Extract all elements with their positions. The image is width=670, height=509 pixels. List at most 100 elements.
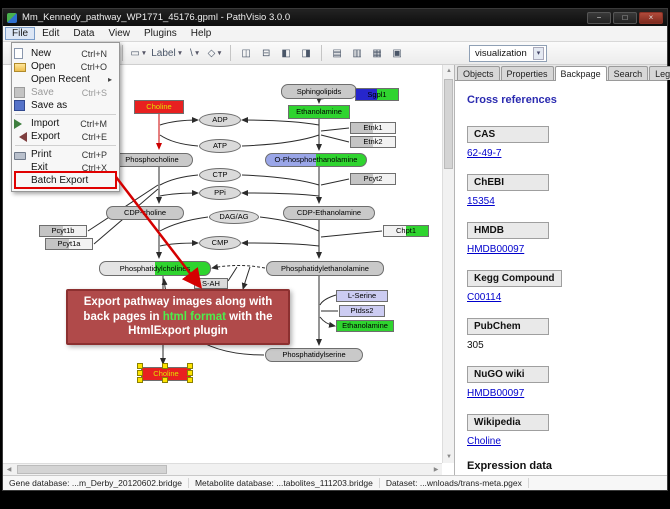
scroll-left-icon[interactable]: ◀ bbox=[6, 467, 12, 473]
pathway-node-sgpl1[interactable]: Sgpl1 bbox=[355, 88, 399, 101]
pathway-edge[interactable] bbox=[159, 240, 199, 247]
pathway-node-phosphatidylserine[interactable]: Phosphatidylserine bbox=[265, 348, 363, 362]
minimize-button[interactable]: − bbox=[587, 11, 611, 24]
line-tool-icon[interactable]: \▼ bbox=[190, 47, 201, 59]
pathway-edge[interactable] bbox=[227, 266, 238, 282]
menu-data[interactable]: Data bbox=[73, 28, 95, 39]
tab-search[interactable]: Search bbox=[607, 66, 649, 80]
pathway-edge[interactable] bbox=[241, 266, 251, 290]
tab-legend[interactable]: Legend bbox=[649, 66, 670, 80]
pathway-edge[interactable] bbox=[159, 117, 199, 126]
pathway-edge[interactable] bbox=[241, 174, 320, 186]
pathway-node-chpt1[interactable]: Chpt1 bbox=[383, 225, 429, 237]
backpage-link[interactable]: 62-49-7 bbox=[467, 148, 502, 159]
common-width-icon[interactable]: ▤ bbox=[332, 47, 342, 59]
pathway-edge[interactable] bbox=[320, 127, 350, 132]
pathway-edge[interactable] bbox=[320, 230, 383, 238]
vertical-scroll-thumb[interactable] bbox=[444, 79, 453, 169]
selection-handle[interactable] bbox=[162, 363, 168, 369]
pathway-node-phosphocholine[interactable]: Phosphocholine bbox=[111, 153, 193, 167]
pathway-node-etnk2[interactable]: Etnk2 bbox=[350, 136, 396, 148]
backpage-link[interactable]: C00114 bbox=[467, 292, 502, 303]
pathway-node-cdp-ethanolamine[interactable]: CDP-Ethanolamine bbox=[283, 206, 375, 220]
pathway-edge[interactable] bbox=[320, 178, 350, 186]
selection-handle[interactable] bbox=[187, 363, 193, 369]
pathway-node-ppi[interactable]: PPi bbox=[199, 186, 241, 200]
selection-handle[interactable] bbox=[137, 370, 143, 376]
pathway-node-cdp-choline[interactable]: CDP-choline bbox=[106, 206, 184, 220]
label-tool-button[interactable]: Label▼ bbox=[151, 47, 184, 59]
backpage-link[interactable]: 15354 bbox=[467, 196, 495, 207]
menu-help[interactable]: Help bbox=[190, 28, 212, 39]
datanode-tool-icon[interactable]: ▭▼ bbox=[130, 47, 148, 59]
pathway-node-pcyt1a[interactable]: Pcyt1a bbox=[45, 238, 93, 250]
pathway-edge[interactable] bbox=[259, 216, 320, 232]
menu-plugins[interactable]: Plugins bbox=[143, 28, 177, 39]
pathway-node-adp[interactable]: ADP bbox=[199, 113, 241, 127]
tab-objects[interactable]: Objects bbox=[457, 66, 500, 80]
pathway-node-etnk1[interactable]: Etnk1 bbox=[350, 122, 396, 134]
file-menu-item-save-as[interactable]: Save as bbox=[12, 99, 119, 112]
pathway-edge[interactable] bbox=[211, 263, 266, 270]
pathway-node-l-serine[interactable]: L-Serine bbox=[336, 290, 388, 302]
pathway-edge[interactable] bbox=[241, 117, 320, 126]
pathway-edge[interactable] bbox=[159, 174, 199, 186]
pathway-edge[interactable] bbox=[319, 294, 337, 306]
selection-handle[interactable] bbox=[187, 377, 193, 383]
visualization-combobox[interactable]: visualization ▾ bbox=[469, 44, 547, 62]
shape-tool-icon[interactable]: ◇▼ bbox=[207, 47, 223, 59]
horizontal-scroll-thumb[interactable] bbox=[17, 465, 167, 474]
selection-handle[interactable] bbox=[137, 377, 143, 383]
pathway-node-pcyt2[interactable]: Pcyt2 bbox=[350, 173, 396, 185]
maximize-button[interactable]: □ bbox=[613, 11, 637, 24]
selection-handle[interactable] bbox=[162, 377, 168, 383]
backpage-link[interactable]: Choline bbox=[467, 436, 501, 447]
backpage-link[interactable]: HMDB00097 bbox=[467, 388, 525, 399]
horizontal-scrollbar[interactable]: ◀ ▶ bbox=[3, 463, 442, 475]
menu-edit[interactable]: Edit bbox=[42, 28, 60, 39]
pathway-edge[interactable] bbox=[241, 134, 320, 147]
pathway-edge[interactable] bbox=[159, 190, 199, 197]
selection-handle[interactable] bbox=[187, 370, 193, 376]
pathway-edge[interactable] bbox=[241, 190, 320, 197]
align-center-x-icon[interactable]: ◫ bbox=[241, 47, 251, 59]
pathway-node-atp[interactable]: ATP bbox=[199, 139, 241, 153]
pathway-node-s-ah[interactable]: S-AH bbox=[194, 278, 228, 289]
selection-handle[interactable] bbox=[137, 363, 143, 369]
pathway-edge[interactable] bbox=[319, 316, 336, 328]
scroll-up-icon[interactable]: ▲ bbox=[446, 68, 452, 74]
pathway-node-ptdss2[interactable]: Ptdss2 bbox=[339, 305, 385, 317]
stack-horizontal-icon[interactable]: ▣ bbox=[392, 47, 402, 59]
pathway-node-ethanolamine[interactable]: Ethanolamine bbox=[336, 320, 394, 332]
tab-properties[interactable]: Properties bbox=[500, 66, 554, 80]
scroll-down-icon[interactable]: ▼ bbox=[446, 454, 452, 460]
close-button[interactable]: × bbox=[639, 11, 663, 24]
pathway-node-pcyt1b[interactable]: Pcyt1b bbox=[39, 225, 87, 237]
file-menu-item-open-recent[interactable]: Open Recent▸ bbox=[12, 73, 119, 86]
common-height-icon[interactable]: ▥ bbox=[352, 47, 362, 59]
backpage-link[interactable]: HMDB00097 bbox=[467, 244, 525, 255]
pathway-node-dag-ag[interactable]: DAG/AG bbox=[209, 210, 259, 224]
menu-view[interactable]: View bbox=[108, 28, 130, 39]
pathway-edge[interactable] bbox=[159, 134, 199, 147]
align-center-y-icon[interactable]: ⊟ bbox=[261, 47, 271, 59]
vertical-scrollbar[interactable]: ▲ ▼ bbox=[442, 65, 454, 463]
pathway-edge[interactable] bbox=[320, 134, 350, 143]
pathway-node-cmp[interactable]: CMP bbox=[199, 236, 241, 250]
pathway-node-ctp[interactable]: CTP bbox=[199, 168, 241, 182]
stack-vertical-icon[interactable]: ▦ bbox=[372, 47, 382, 59]
menu-file[interactable]: File bbox=[5, 27, 36, 40]
pathway-node-ethanolamine[interactable]: Ethanolamine bbox=[288, 105, 350, 119]
pathway-edge[interactable] bbox=[241, 240, 320, 247]
pathway-node-o-phosphoethanolamine[interactable]: O-Phosphoethanolamine bbox=[265, 153, 367, 167]
pathway-node-choline[interactable]: Choline bbox=[134, 100, 184, 114]
scroll-right-icon[interactable]: ▶ bbox=[433, 467, 439, 473]
